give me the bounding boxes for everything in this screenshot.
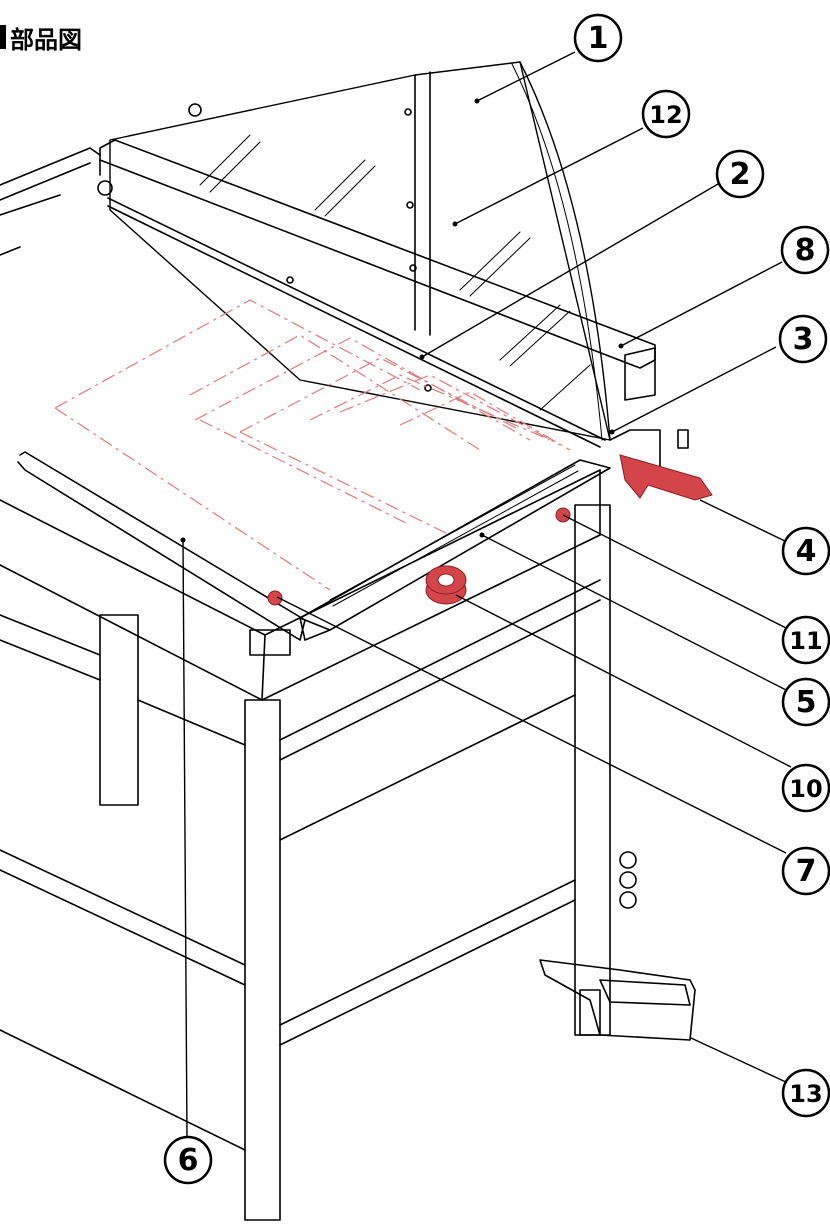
callout-marker-2: 2	[715, 149, 765, 199]
machine-drawing	[0, 61, 696, 1221]
handle-lever	[619, 454, 713, 501]
callout-label-11: 11	[789, 627, 822, 655]
callout-label-8: 8	[795, 233, 816, 268]
highlighted-parts	[267, 454, 713, 606]
callout-marker-10: 10	[781, 763, 830, 813]
callout-label-2: 2	[730, 157, 751, 192]
callout-marker-6: 6	[163, 1135, 213, 1185]
background-table-left	[0, 147, 101, 256]
leader-lines	[182, 51, 792, 1138]
callout-label-6: 6	[178, 1143, 199, 1178]
clamp-knob	[425, 565, 467, 605]
callout-label-7: 7	[796, 854, 817, 889]
side-gauge-arm	[17, 451, 306, 656]
title-marker	[0, 25, 6, 49]
callout-marker-3: 3	[778, 314, 828, 364]
callout-marker-4: 4	[781, 526, 830, 576]
callout-marker-12: 12	[641, 89, 691, 139]
leader-dots	[180, 98, 624, 543]
title-text: 部品図	[10, 25, 82, 54]
callout-label-13: 13	[789, 1080, 822, 1108]
callout-marker-8: 8	[780, 225, 830, 275]
callout-label-1: 1	[588, 21, 609, 56]
guard-shield	[109, 61, 611, 441]
callout-marker-11: 11	[781, 615, 830, 665]
page-title: 部品図	[0, 22, 82, 54]
knob-7	[267, 590, 283, 606]
callout-marker-1: 1	[573, 13, 623, 63]
foot-pedal	[539, 959, 696, 1041]
front-ruler	[299, 459, 611, 641]
callout-label-5: 5	[796, 685, 817, 720]
callout-label-10: 10	[789, 775, 822, 803]
callout-label-12: 12	[649, 101, 682, 129]
callout-label-3: 3	[793, 322, 814, 357]
table-top	[0, 469, 601, 701]
callout-marker-7: 7	[781, 846, 830, 896]
callout-label-4: 4	[796, 534, 817, 569]
blade-arm	[97, 103, 689, 476]
callout-marker-13: 13	[781, 1068, 830, 1118]
frame	[0, 504, 637, 1221]
paper-marks	[54, 299, 571, 591]
callout-marker-5: 5	[781, 677, 830, 727]
